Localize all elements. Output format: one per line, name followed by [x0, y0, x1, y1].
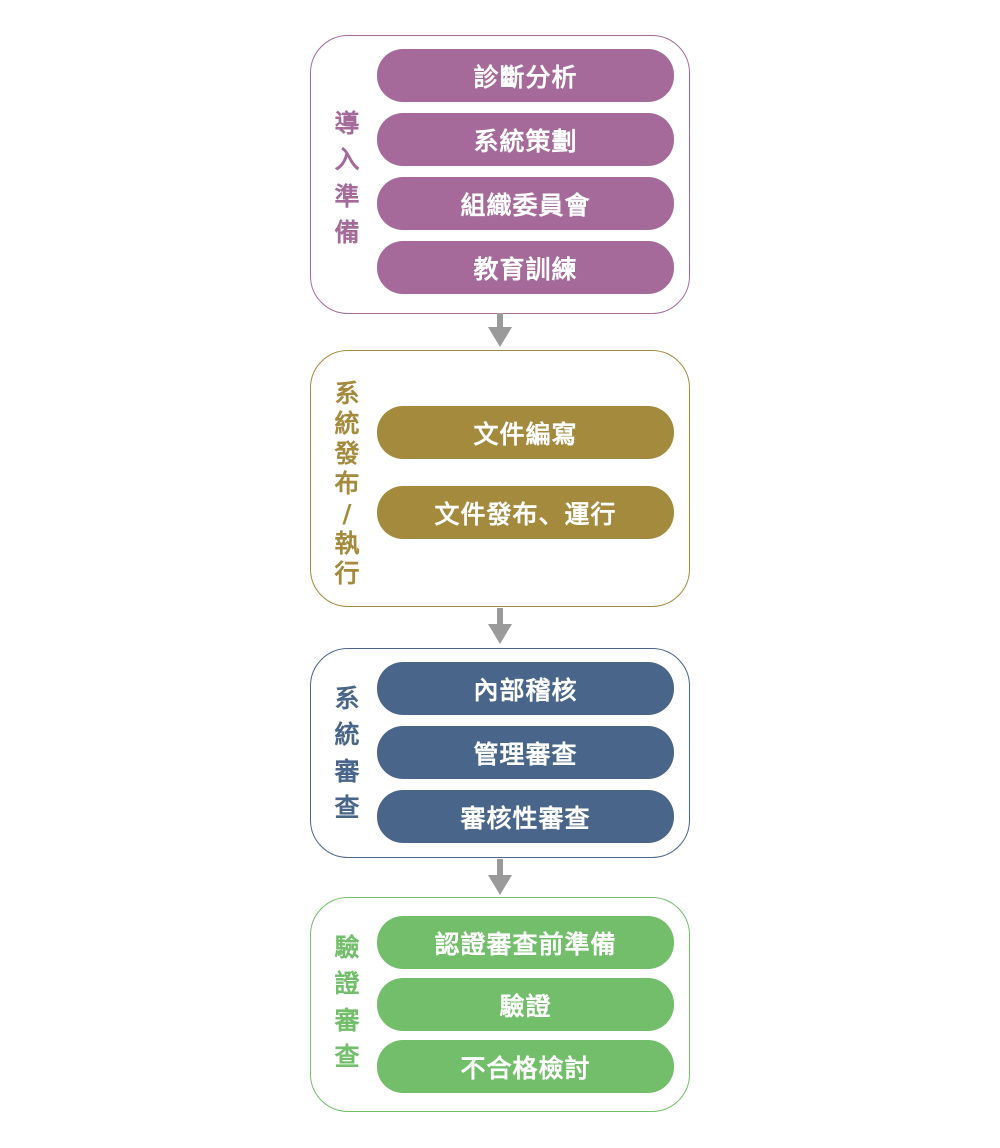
- step-box: 診斷分析: [377, 49, 674, 102]
- label-char: 布: [334, 469, 360, 498]
- stage-certification-review: 驗證審查 認證審查前準備 驗證 不合格檢討: [310, 897, 690, 1112]
- label-char: 備: [334, 217, 360, 247]
- stage-label: 系統發布/執行: [329, 379, 365, 589]
- label-char: 導: [334, 109, 360, 138]
- label-char: 系: [334, 684, 360, 713]
- down-arrow-icon: [488, 313, 512, 347]
- label-char: /: [342, 499, 352, 528]
- arrow-shaft: [497, 608, 503, 628]
- arrow-head: [488, 624, 512, 644]
- step-box: 文件發布、運行: [377, 486, 674, 539]
- label-char: 審: [334, 1005, 360, 1035]
- label-char: 執: [334, 529, 360, 558]
- stage-label: 導入準備: [329, 106, 365, 251]
- arrow-shaft: [497, 313, 503, 331]
- stage-system-review: 系統審查 內部稽核 管理審查 審核性審查: [310, 648, 690, 858]
- label-char: 統: [334, 720, 360, 750]
- arrow-head: [488, 875, 512, 895]
- stage-release-execution: 系統發布/執行 文件編寫 文件發布、運行: [310, 350, 690, 607]
- step-box: 認證審查前準備: [377, 916, 674, 969]
- arrow-head: [488, 327, 512, 347]
- step-box: 驗證: [377, 978, 674, 1031]
- label-char: 審: [334, 756, 360, 786]
- down-arrow-icon: [488, 859, 512, 895]
- step-box: 審核性審查: [377, 790, 674, 843]
- label-char: 查: [334, 1041, 360, 1071]
- label-char: 發: [334, 439, 360, 468]
- stage-label: 系統審查: [329, 681, 365, 826]
- step-box: 管理審查: [377, 726, 674, 779]
- step-box: 系統策劃: [377, 113, 674, 166]
- label-char: 系: [334, 379, 360, 408]
- label-char: 統: [334, 409, 360, 438]
- stage-preparation: 導入準備 診斷分析 系統策劃 組織委員會 教育訓練: [310, 35, 690, 314]
- down-arrow-icon: [488, 608, 512, 644]
- step-box: 內部稽核: [377, 662, 674, 715]
- label-char: 證: [334, 969, 360, 999]
- arrow-shaft: [497, 859, 503, 879]
- step-box: 不合格檢討: [377, 1040, 674, 1093]
- step-box: 教育訓練: [377, 241, 674, 294]
- label-char: 入: [334, 145, 360, 175]
- stage-label: 驗證審查: [329, 930, 365, 1075]
- label-char: 行: [334, 559, 360, 588]
- label-char: 驗: [334, 933, 360, 962]
- step-box: 文件編寫: [377, 406, 674, 459]
- step-box: 組織委員會: [377, 177, 674, 230]
- label-char: 查: [334, 792, 360, 822]
- label-char: 準: [334, 181, 360, 211]
